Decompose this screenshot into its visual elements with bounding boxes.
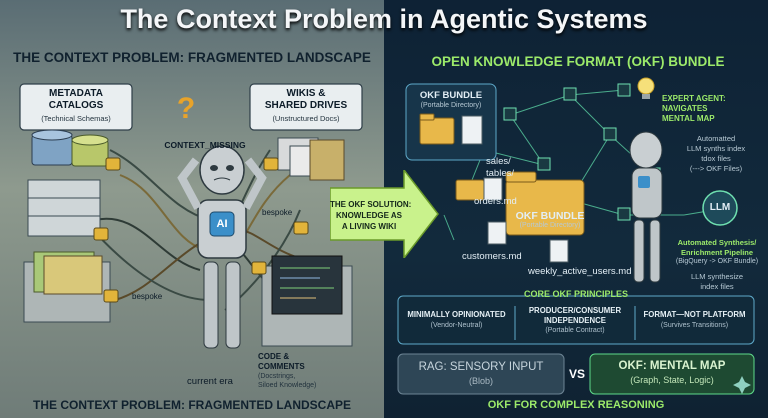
principle-3-title: FORMAT—NOT PLATFORM: [643, 310, 746, 319]
principle-1-title: MINIMALLY OPINIONATED: [407, 310, 506, 319]
metadata-catalogs-box: [19, 83, 133, 131]
llm-synth-label-1: LLM synthesize: [690, 272, 744, 281]
rag-box: [397, 353, 565, 395]
wikis-sub: (Unstructured Docs): [272, 114, 340, 123]
automated-label-1: Automatted: [696, 134, 736, 143]
synthesis-label-2: Enrichment Pipeline: [680, 248, 754, 257]
llm-synth-label-2: index files: [700, 282, 734, 291]
expert-label-1: EXPERT AGENT:: [662, 94, 726, 103]
lock-icon: [93, 157, 309, 303]
right-footer: OKF FOR COMPLEX REASONING: [487, 399, 665, 411]
arrow-label-1: THE OKF SOLUTION:: [330, 200, 412, 209]
page-title: The Context Problem in Agentic Systems: [120, 4, 648, 34]
code-label-1: CODE &: [258, 352, 290, 361]
okf-bundle-top-title: OKF BUNDLE: [419, 90, 483, 101]
left-illustration: [19, 83, 363, 349]
metadata-label-2: CATALOGS: [48, 100, 104, 111]
okf-map-sub: (Graph, State, Logic): [630, 375, 714, 385]
wikis-label-2: SHARED DRIVES: [264, 100, 348, 111]
okf-bundle-center-title: OKF BUNDLE: [515, 210, 585, 222]
solution-arrow-icon: [330, 170, 439, 258]
metadata-sub: (Technical Schemas): [41, 114, 111, 123]
code-sub-1: (Docstrings,: [258, 373, 296, 380]
center-folder-icon: [505, 171, 585, 236]
okf-map-box: [589, 353, 755, 395]
weekly-file: weekly_active_users.md: [528, 266, 632, 277]
file-crate-icon: [23, 251, 111, 323]
expert-label-2: NAVIGATES: [662, 104, 708, 113]
code-crate-icon: [261, 255, 353, 347]
synthesis-label-3: (BigQuery -> OKF Bundle): [675, 258, 759, 265]
question-mark-icon: ?: [176, 92, 196, 125]
rag-title: RAG: SENSORY INPUT: [418, 361, 544, 373]
document-icon: [461, 115, 483, 145]
automated-label-3: tdox files: [701, 154, 731, 163]
code-sub-2: Siloed Knowledge): [258, 382, 317, 389]
document-icons: [483, 177, 569, 263]
database-icon: [31, 129, 109, 167]
synthesis-label-1: Automated Synthesis/: [677, 238, 757, 247]
rag-sub: (Blob): [468, 376, 493, 386]
principles-header: CORE OKF PRINCIPLES: [523, 289, 628, 299]
principle-3-sub: (Survives Transitions): [660, 322, 729, 329]
automated-label-2: LLM synths index: [686, 144, 746, 153]
left-header: THE CONTEXT PROBLEM: FRAGMENTED LANDSCAP…: [13, 50, 371, 65]
document-stack-icon: [277, 137, 345, 181]
right-header: OPEN KNOWLEDGE FORMAT (OKF) BUNDLE: [431, 54, 725, 69]
principles-box: [397, 295, 755, 345]
expert-label-3: MENTAL MAP: [662, 114, 715, 123]
okf-bundle-top-sub: (Portable Directory): [420, 102, 482, 109]
vs-label: VS: [568, 367, 585, 381]
context-missing-label: CONTEXT_MISSING: [164, 140, 246, 150]
folder-label-tables: tables/: [486, 168, 514, 179]
orders-file: orders.md: [474, 196, 517, 207]
folder-icon: [419, 113, 455, 145]
principle-2-title-1: PRODUCER/CONSUMER: [528, 306, 622, 315]
principle-2-sub: (Portable Contract): [545, 327, 605, 334]
bespoke-label-2: bespoke: [132, 292, 163, 301]
principle-1-sub: (Vendor-Neutral): [430, 322, 483, 329]
okf-bundle-center-sub: (Portable Directory): [519, 222, 581, 229]
arrow-label-2: KNOWLEDGE AS: [336, 211, 402, 220]
llm-label: LLM: [709, 202, 731, 213]
principle-2-title-2: INDEPENDENCE: [544, 316, 606, 325]
robot-chest-label: AI: [216, 218, 228, 230]
right-illustration: [397, 77, 755, 395]
okf-map-title: OKF: MENTAL MAP: [618, 360, 726, 372]
wikis-box: [249, 83, 363, 131]
folder-label-sales: sales/: [486, 156, 511, 167]
server-icon: [27, 179, 101, 237]
expert-robot-icon: [629, 131, 663, 283]
metadata-label-1: METADATA: [49, 88, 103, 99]
llm-node-icon: [702, 190, 738, 226]
arrow-label-3: A LIVING WIKI: [341, 222, 397, 231]
current-era-label: current era: [187, 376, 233, 387]
left-footer: THE CONTEXT PROBLEM: FRAGMENTED LANDSCAP…: [33, 398, 351, 412]
code-label-2: COMMENTS: [258, 362, 305, 371]
sparkle-icon: [733, 376, 751, 394]
lightbulb-icon: [637, 77, 655, 99]
automated-label-4: (---> OKF Files): [689, 164, 743, 173]
customers-file: customers.md: [462, 251, 522, 262]
bespoke-label-1: bespoke: [262, 208, 293, 217]
wikis-label-1: WIKIS &: [286, 88, 326, 99]
robot-icon: [177, 145, 267, 349]
